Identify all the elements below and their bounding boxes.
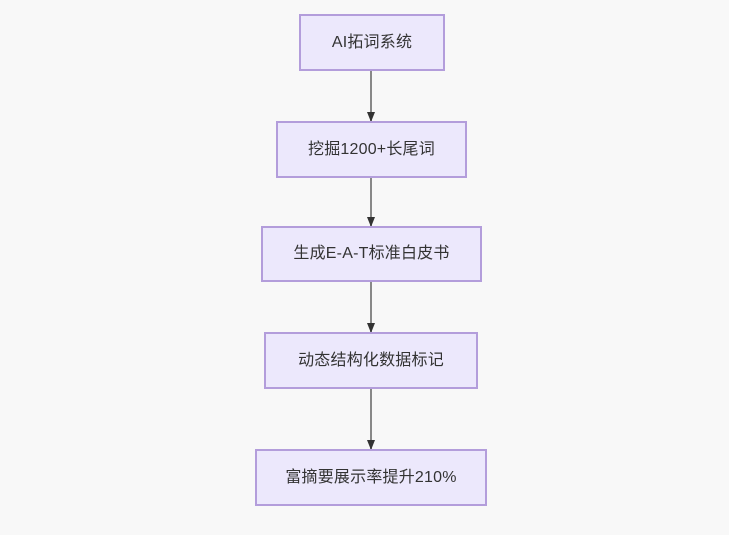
flow-node-5[interactable]: 富摘要展示率提升210% bbox=[255, 449, 487, 506]
flow-node-1[interactable]: AI拓词系统 bbox=[299, 14, 445, 71]
flow-node-3[interactable]: 生成E-A-T标准白皮书 bbox=[261, 226, 482, 282]
flow-node-4[interactable]: 动态结构化数据标记 bbox=[264, 332, 478, 389]
flow-node-2-label: 挖掘1200+长尾词 bbox=[308, 140, 435, 158]
flow-node-3-label: 生成E-A-T标准白皮书 bbox=[293, 245, 450, 263]
flow-node-5-label: 富摘要展示率提升210% bbox=[285, 468, 457, 486]
flow-node-2[interactable]: 挖掘1200+长尾词 bbox=[276, 121, 467, 178]
flow-node-1-label: AI拓词系统 bbox=[331, 33, 413, 51]
flow-node-4-label: 动态结构化数据标记 bbox=[298, 351, 444, 369]
